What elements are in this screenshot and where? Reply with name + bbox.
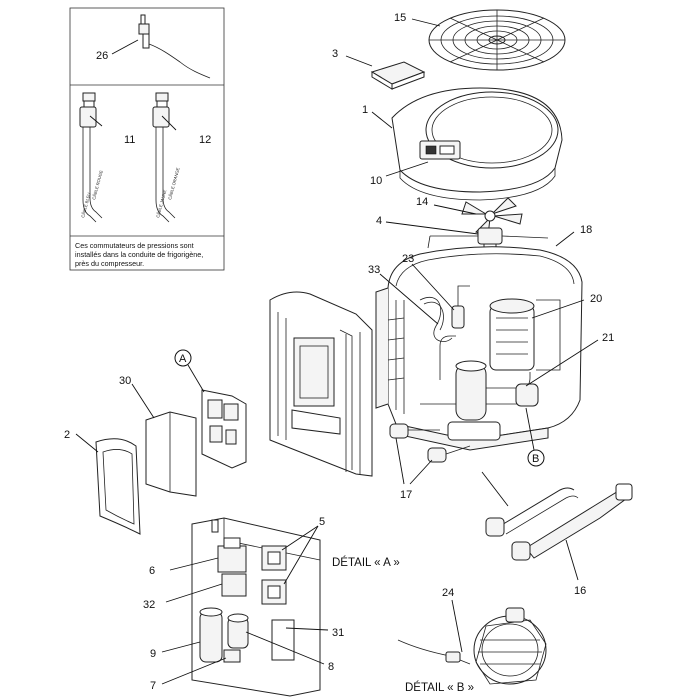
detail-b-title: DÉTAIL « B »: [405, 681, 474, 694]
cable-label-blue: CÂBLE BLEU: [80, 192, 92, 218]
front-bezel-2: [95, 438, 141, 535]
callout-10: 10: [370, 175, 382, 187]
callout-30: 30: [119, 375, 131, 387]
wiring-33: [419, 297, 453, 342]
callout-24: 24: [442, 587, 454, 599]
callout-5: 5: [319, 516, 325, 528]
callout-12: 12: [199, 134, 211, 146]
callout-26: 26: [96, 50, 108, 62]
callout-18: 18: [580, 224, 592, 236]
callout-21: 21: [602, 332, 614, 344]
callout-numbers: 15 3 1 10 14 4 18 23 33 20 21 26 11 12 3…: [64, 12, 614, 692]
callout-23: 23: [402, 253, 414, 265]
callout-20: 20: [590, 293, 602, 305]
callout-3: 3: [332, 48, 338, 60]
callout-4: 4: [376, 215, 382, 227]
callout-6: 6: [149, 565, 155, 577]
valve-23: [451, 285, 470, 329]
callout-9: 9: [150, 648, 156, 660]
access-cover-3: [370, 61, 426, 90]
detail-b-assembly: [397, 607, 547, 685]
front-panel: [269, 291, 373, 477]
inset-note-line-1: Ces commutateurs de pressions sont: [75, 241, 194, 250]
compressor-21: [455, 360, 487, 421]
callout-8: 8: [328, 661, 334, 673]
evaporator-coil-20: [489, 298, 535, 371]
detail-a-panel: [191, 517, 321, 697]
callout-7: 7: [150, 680, 156, 692]
sensor-26: [138, 14, 211, 79]
electrical-box: [201, 389, 247, 469]
union-fittings-16: [485, 483, 633, 561]
pressure-switch-inset: CÂBLE ROUGE CÂBLE BLEU CÂBLE ORANGE CÂBL…: [69, 7, 225, 271]
svg-text:B: B: [532, 453, 539, 465]
fan-guard-15: [428, 9, 566, 71]
leader-lines: [75, 18, 599, 685]
svg-text:A: A: [179, 353, 187, 365]
detail-a-marker: A: [174, 349, 205, 393]
callout-33: 33: [368, 264, 380, 276]
callout-14: 14: [416, 196, 428, 208]
callout-11: 11: [124, 134, 135, 146]
callout-32: 32: [143, 599, 155, 611]
callout-31: 31: [332, 627, 344, 639]
top-panel-1: [391, 87, 563, 201]
electrical-cover-30: [145, 411, 197, 497]
inset-note-line-3: près du compresseur.: [75, 259, 144, 268]
water-connections-17: [389, 423, 471, 463]
detail-b-marker: B: [525, 407, 545, 467]
callout-16: 16: [574, 585, 586, 597]
callout-15: 15: [394, 12, 406, 24]
heat-exchanger-base: [447, 383, 539, 441]
callout-1: 1: [362, 104, 368, 116]
callout-17: 17: [400, 489, 412, 501]
detail-a-title: DÉTAIL « A »: [332, 556, 400, 569]
inset-note-line-2: installés dans la conduite de frigorigèn…: [75, 250, 203, 259]
callout-2: 2: [64, 429, 70, 441]
